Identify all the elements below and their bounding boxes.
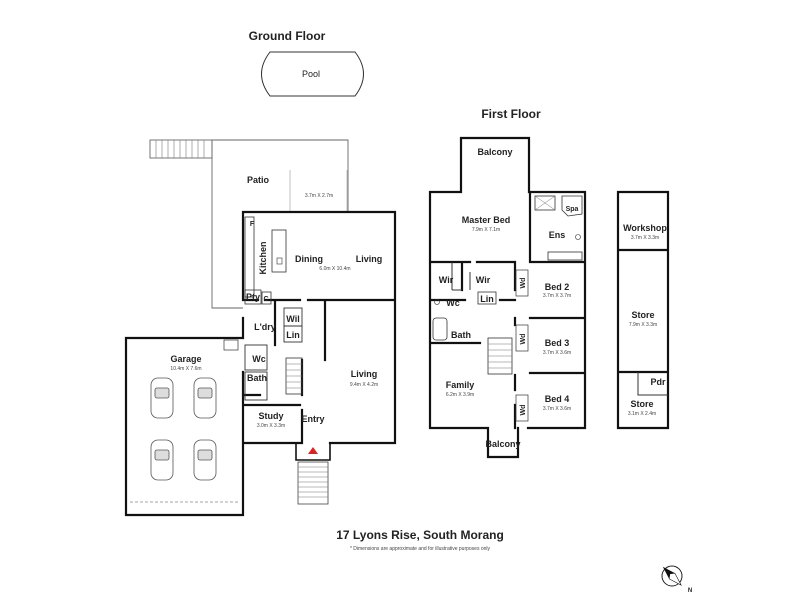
room-label-workshop: Workshop xyxy=(623,223,667,233)
room-label-store-2: Store xyxy=(630,399,653,409)
room-dim-study: 3.0m X 3.3m xyxy=(257,423,285,429)
room-label-balcony-bottom: Balcony xyxy=(485,439,520,449)
room-label-dining: Dining xyxy=(295,254,323,264)
room-label-wc-ground: Wc xyxy=(252,354,266,364)
room-label-f: F xyxy=(250,221,255,228)
room-label-store-1: Store xyxy=(631,310,654,320)
room-label-entry: Entry xyxy=(301,414,324,424)
room-dim-workshop: 3.7m X 3.3m xyxy=(631,235,659,241)
room-dim-bed-2: 3.7m X 3.7m xyxy=(543,293,571,299)
pool: Pool xyxy=(261,51,364,97)
room-label-wil: Wil xyxy=(286,314,299,324)
room-label-pty: Pty xyxy=(246,292,260,302)
room-label-living-lower: Living xyxy=(351,369,378,379)
room-dim-bed-3: 3.7m X 3.6m xyxy=(543,350,571,356)
room-label-wd-3: Wd xyxy=(520,405,527,416)
outbuilding-plan: Workshop 3.7m X 3.3m Store 7.9m X 3.3m P… xyxy=(616,190,670,430)
room-dim-bed-4: 3.7m X 3.6m xyxy=(543,406,571,412)
room-label-bed-3: Bed 3 xyxy=(545,338,570,348)
first-floor-stairs xyxy=(487,337,513,375)
garage-cars xyxy=(150,377,217,481)
first-floor-title: First Floor xyxy=(481,107,541,121)
first-floor-plan: Balcony Master Bed 7.9m X 7.1m Spa Ens W… xyxy=(428,136,587,459)
room-label-bath-first: Bath xyxy=(451,330,471,340)
room-dim-patio: 3.7m X 2.7m xyxy=(305,193,333,199)
room-dim-garage: 10.4m X 7.6m xyxy=(170,366,201,372)
address: 17 Lyons Rise, South Morang xyxy=(336,528,504,542)
room-dim-living-lower: 9.4m X 4.2m xyxy=(350,382,378,388)
room-label-patio: Patio xyxy=(247,175,270,185)
north-compass-icon xyxy=(661,565,683,587)
pool-label: Pool xyxy=(302,69,320,79)
room-dim-dining: 6.0m X 10.4m xyxy=(319,266,350,272)
ground-floor-title: Ground Floor xyxy=(249,29,326,43)
room-label-c: C xyxy=(263,296,268,303)
room-label-lin-first: Lin xyxy=(480,294,494,304)
room-label-master-bed: Master Bed xyxy=(462,215,511,225)
room-label-wir-1: Wir xyxy=(439,275,454,285)
room-dim-store-2: 3.1m X 2.4m xyxy=(628,411,656,417)
room-label-wc-first: Wc xyxy=(446,298,460,308)
room-dim-master-bed: 7.9m X 7.1m xyxy=(472,227,500,233)
room-label-living-upper: Living xyxy=(356,254,383,264)
room-label-garage: Garage xyxy=(170,354,201,364)
you-are-here-marker xyxy=(308,447,318,454)
room-label-kitchen: Kitchen xyxy=(258,241,268,274)
room-label-pdr: Pdr xyxy=(650,377,666,387)
ground-stairs xyxy=(285,357,303,395)
room-label-spa: Spa xyxy=(566,206,579,213)
room-label-bath-ground: Bath xyxy=(247,373,267,383)
room-label-bed-4: Bed 4 xyxy=(545,394,570,404)
room-label-wir-2: Wir xyxy=(476,275,491,285)
disclaimer: * Dimensions are approximate and for ill… xyxy=(350,546,491,552)
room-label-wd-2: Wd xyxy=(520,334,527,345)
room-label-study: Study xyxy=(258,411,283,421)
compass-north-letter: N xyxy=(688,588,692,594)
room-label-balcony-top: Balcony xyxy=(477,147,512,157)
room-label-wd-1: Wd xyxy=(520,278,527,289)
room-label-bed-2: Bed 2 xyxy=(545,282,570,292)
room-label-ens: Ens xyxy=(549,230,566,240)
room-label-lin-ground: Lin xyxy=(286,330,300,340)
room-label-family: Family xyxy=(446,380,475,390)
deck-stairs xyxy=(149,139,213,159)
room-dim-family: 6.2m X 3.9m xyxy=(446,392,474,398)
ground-floor-plan: Patio 3.7m X 2.7m F Kitchen Dining 6.0m … xyxy=(124,139,397,517)
room-label-laundry: L'dry xyxy=(254,322,276,332)
room-dim-store-1: 7.9m X 3.3m xyxy=(629,322,657,328)
